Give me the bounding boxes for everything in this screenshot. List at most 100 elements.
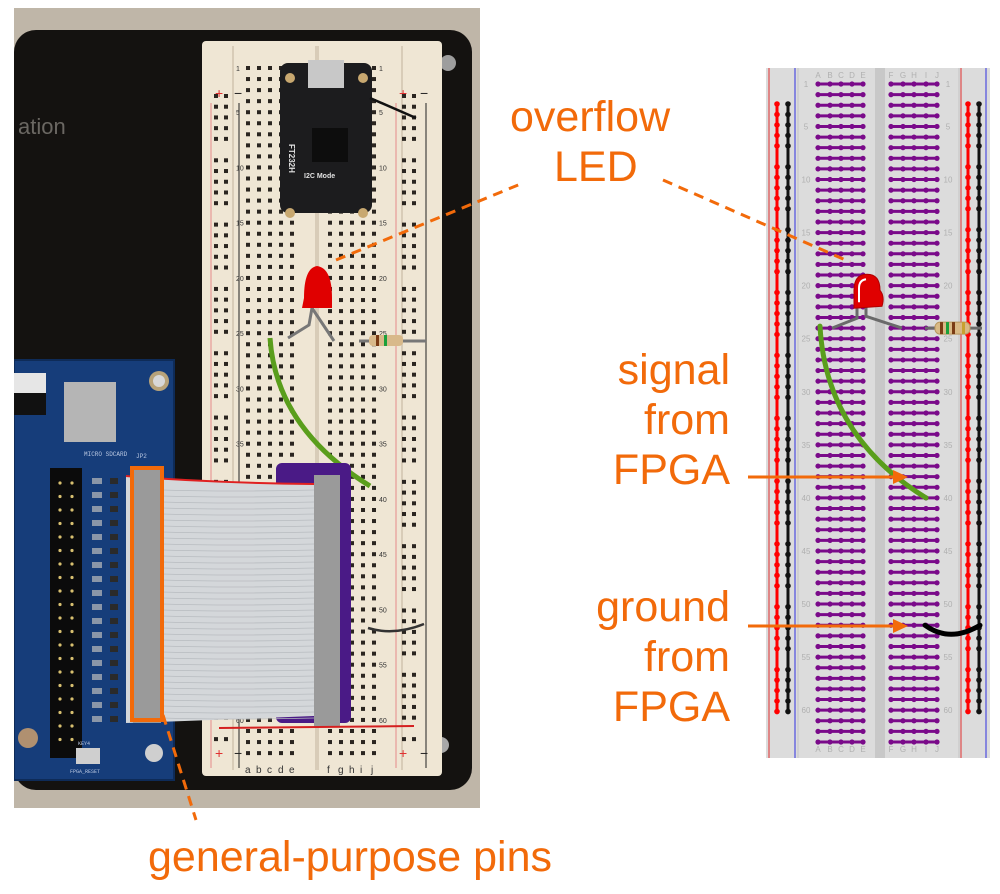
hole [900,346,906,352]
hole [911,527,917,533]
terminal-strip [815,548,866,554]
hole [965,247,971,254]
hole [827,92,833,98]
hole [911,548,917,554]
ground-wire [367,622,425,633]
hole [934,495,940,501]
hole [900,633,906,639]
hole [774,551,780,558]
hole [900,452,906,459]
hole [965,541,971,547]
hole [934,198,940,204]
hole [860,399,866,405]
hole [774,184,780,191]
terminal-strip [815,474,866,480]
hole [911,325,917,331]
hole [923,516,929,522]
hole [785,446,791,453]
hole [860,357,866,363]
terminal-strip [888,643,940,650]
hole [976,415,982,422]
terminal-strip [815,569,866,575]
led-icon [853,273,884,309]
hole [827,580,833,586]
terminal-strip [815,251,866,257]
svg-text:+: + [215,745,223,761]
terminal-strip [888,399,940,405]
hole [774,321,780,327]
terminal-strip [888,590,940,597]
col-label: b [256,765,262,776]
hole [849,590,855,597]
hole [815,198,821,204]
hole [838,378,844,384]
terminal-strip [815,272,866,278]
hole [849,675,855,681]
hole [827,325,833,331]
hole [888,134,894,140]
hole [900,145,906,151]
col-label: H [911,745,917,754]
hole [785,541,791,547]
hole [976,111,982,118]
hole [815,187,821,193]
hole [785,321,791,327]
hole [888,442,894,448]
hole [774,122,780,128]
terminal-strip [888,208,940,214]
hole [923,612,929,618]
hole [860,325,866,331]
hole [815,293,821,299]
hole [911,643,917,650]
col-label: E [860,745,865,754]
hole [849,219,855,225]
hole [849,516,855,522]
hole [934,229,940,236]
hole [976,478,982,484]
hole [860,314,866,321]
hole [849,452,855,459]
hole [911,357,917,363]
hole [934,718,940,724]
hole [923,81,929,87]
overflow-led-label: overflow LED [510,93,671,191]
hole [774,111,780,118]
terminal-strip [815,410,866,416]
hole [815,208,821,214]
hole [911,208,917,214]
hole [934,622,940,628]
hole [785,488,791,495]
hole [911,367,917,374]
hole [860,537,866,543]
row-label: 10 [236,165,244,172]
terminal-strip [815,261,866,268]
hole [934,219,940,225]
hole [838,81,844,87]
hole [849,176,855,183]
row-label: 1 [804,80,809,89]
row-label: 35 [944,441,953,450]
hole [815,675,821,681]
hole [976,687,982,694]
hole [849,728,855,734]
hole [860,81,866,87]
hole [860,389,866,395]
hole [923,389,929,395]
hole [827,739,833,745]
terminal-strip [888,102,940,108]
hole [900,484,906,490]
hole [934,389,940,395]
terminal-strip [815,484,866,490]
hole [911,718,917,724]
hole [911,665,917,671]
hole [815,558,821,565]
terminal-strip [888,346,940,352]
hole [900,431,906,437]
hole [976,268,982,275]
hole [911,198,917,204]
row-label: 25 [944,335,953,344]
hole [888,293,894,299]
hole [923,336,929,342]
hole [838,92,844,98]
hole [965,520,971,526]
